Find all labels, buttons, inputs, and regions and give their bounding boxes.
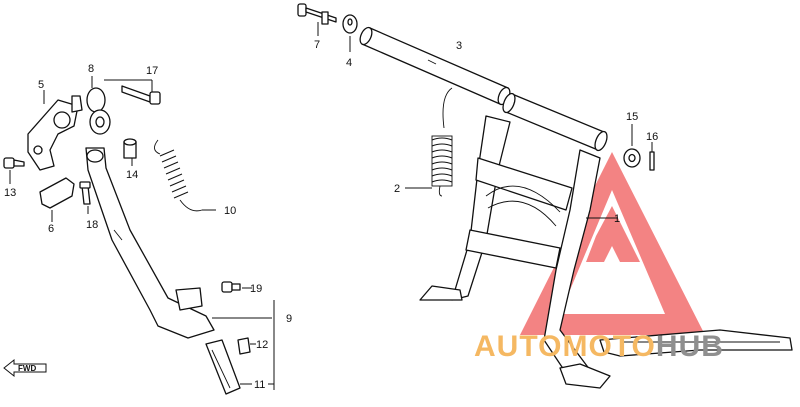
- fwd-label: FWD: [18, 364, 36, 373]
- callout-bracket-9: [268, 300, 275, 390]
- part-10-spring: [154, 139, 216, 212]
- callout-3: 3: [456, 40, 462, 52]
- watermark-text-orange: AUTOMOTO: [474, 330, 656, 363]
- part-12-stop: [237, 337, 256, 355]
- watermark-triangle-logo: [520, 152, 705, 335]
- fwd-direction-marker: FWD: [3, 358, 47, 378]
- callout-10: 10: [224, 205, 236, 217]
- callout-labels: 1 2 3 4 5 6 7 8 9 10 11 12 13 14 15 16 1…: [4, 39, 658, 391]
- part-18-bolt: [79, 181, 91, 214]
- callout-6: 6: [48, 223, 54, 235]
- callout-5: 5: [38, 79, 44, 91]
- part-4-washer: [342, 14, 358, 52]
- part-19-bolt: [221, 281, 252, 293]
- callout-15: 15: [626, 111, 638, 123]
- part-17-bolt: [104, 79, 161, 105]
- callout-19: 19: [250, 283, 262, 295]
- part-15-washer: [623, 124, 641, 168]
- part-3-pivot-pipe: [359, 26, 511, 106]
- callout-14: 14: [126, 169, 138, 181]
- part-13-bolt: [3, 157, 25, 184]
- callout-13: 13: [4, 187, 16, 199]
- part-6-plate: [39, 177, 75, 222]
- callout-2: 2: [394, 183, 400, 195]
- callout-16: 16: [646, 131, 658, 143]
- callout-1: 1: [614, 213, 620, 225]
- watermark-text: AUTOMOTOHUB: [474, 330, 724, 363]
- callout-8: 8: [88, 63, 94, 75]
- part-5-bracket: [27, 90, 83, 171]
- callout-9: 9: [286, 313, 292, 325]
- part-1-main-stand: [419, 92, 793, 389]
- callout-17: 17: [146, 65, 158, 77]
- arrow-left-icon: [3, 358, 47, 378]
- callout-18: 18: [86, 219, 98, 231]
- part-9-side-stand: [85, 147, 272, 339]
- part-2-spring: [405, 87, 453, 197]
- svg-text:AUTOMOTOHUB: AUTOMOTOHUB: [474, 330, 724, 363]
- callout-7: 7: [314, 39, 320, 51]
- callout-12: 12: [256, 339, 268, 351]
- part-16-cotter-pin: [649, 142, 655, 171]
- part-14-collar: [123, 138, 137, 166]
- part-8-collar: [86, 76, 111, 135]
- part-7-bolt: [297, 3, 337, 36]
- callout-4: 4: [346, 57, 352, 69]
- watermark-text-gray: HUB: [656, 330, 724, 363]
- callout-11: 11: [254, 379, 265, 391]
- part-11-pad: [205, 339, 252, 395]
